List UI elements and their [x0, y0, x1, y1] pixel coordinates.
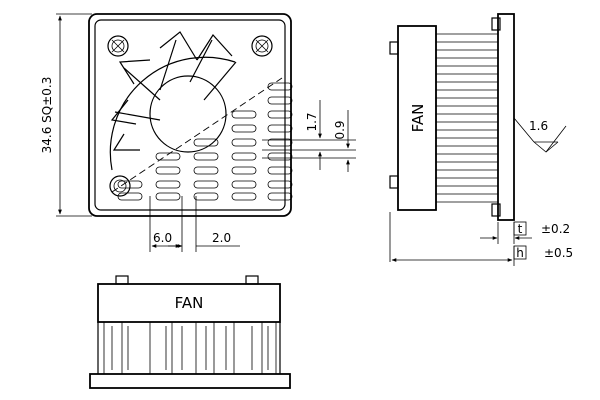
side-tab-top: [389, 41, 399, 55]
grille-slot: [267, 96, 293, 105]
rib-height-label: 1.7: [305, 112, 319, 131]
grille-slot: [155, 152, 181, 161]
flange-tab-bottom: [491, 203, 501, 217]
t-symbol: t: [518, 222, 523, 236]
tolerance-h-dimension: h ±0.5: [389, 212, 573, 266]
grille-slot: [231, 192, 257, 201]
grille-slot: [231, 138, 257, 147]
slot-gap-label: 0.9: [333, 120, 347, 139]
mounting-hole-top-left: [107, 35, 129, 57]
t-tolerance-value: ±0.2: [541, 222, 570, 236]
grille-slot: [193, 152, 219, 161]
bottom-view: FAN: [89, 275, 291, 389]
section-line: [111, 77, 283, 193]
grille-slot: [267, 82, 293, 91]
slot-pitch-label: 6.0: [153, 231, 172, 245]
grille-slot: [267, 110, 293, 119]
side-fan-label: FAN: [409, 104, 427, 133]
side-view: FAN: [389, 13, 515, 221]
h-tolerance-value: ±0.5: [544, 246, 573, 260]
bottom-flange: [89, 373, 291, 389]
mounting-hole-bottom-left: [109, 175, 131, 197]
surface-finish-label: 1.6: [529, 119, 548, 133]
overall-size-dimension: 34.6 SQ±0.3: [40, 13, 92, 217]
grille-slot: [193, 192, 219, 201]
mounting-hole-top-right: [251, 35, 273, 57]
fan-blades: [109, 31, 237, 171]
grille-slot: [193, 138, 219, 147]
grille-slot: [231, 166, 257, 175]
grille-slot: [267, 124, 293, 133]
grille-slot: [231, 152, 257, 161]
rib-dimensions: 1.7 0.9: [262, 100, 356, 172]
tolerance-t-dimension: t ±0.2: [480, 221, 570, 244]
grille-slot: [267, 166, 293, 175]
surface-finish-callout: 1.6: [513, 117, 567, 153]
grille-slot: [231, 110, 257, 119]
frame-inner: [94, 19, 286, 211]
slot-dimensions: 6.0 2.0: [149, 196, 240, 252]
grille-slot: [231, 124, 257, 133]
grille-slot: [267, 180, 293, 189]
grille-slot: [267, 138, 293, 147]
grille-slot: [267, 152, 293, 161]
frame-outer: [88, 13, 292, 217]
cooling-fins: [435, 26, 498, 210]
grille-slot: [231, 180, 257, 189]
flange-tab-top: [491, 17, 501, 31]
grille-slot: [117, 192, 143, 201]
bottom-fan-label: FAN: [175, 294, 204, 312]
side-tab-bottom: [389, 175, 399, 189]
grille-slot: [155, 180, 181, 189]
grille-slot: [267, 192, 293, 201]
grille-slot: [155, 192, 181, 201]
h-symbol: h: [516, 246, 524, 260]
overall-size-label: 34.6 SQ±0.3: [40, 77, 54, 154]
grille-slots: [117, 82, 293, 201]
bottom-body: [97, 283, 281, 323]
front-view: [88, 13, 293, 217]
grille-slot: [117, 180, 143, 189]
grille-slot: [155, 166, 181, 175]
grille-slot: [193, 180, 219, 189]
bottom-tab-left: [115, 275, 129, 285]
bottom-tab-right: [245, 275, 259, 285]
bottom-fins: [97, 322, 281, 374]
slot-width-label: 2.0: [212, 231, 231, 245]
side-flange: [497, 13, 515, 221]
grille-slot: [193, 166, 219, 175]
fan-hub: [149, 75, 227, 153]
